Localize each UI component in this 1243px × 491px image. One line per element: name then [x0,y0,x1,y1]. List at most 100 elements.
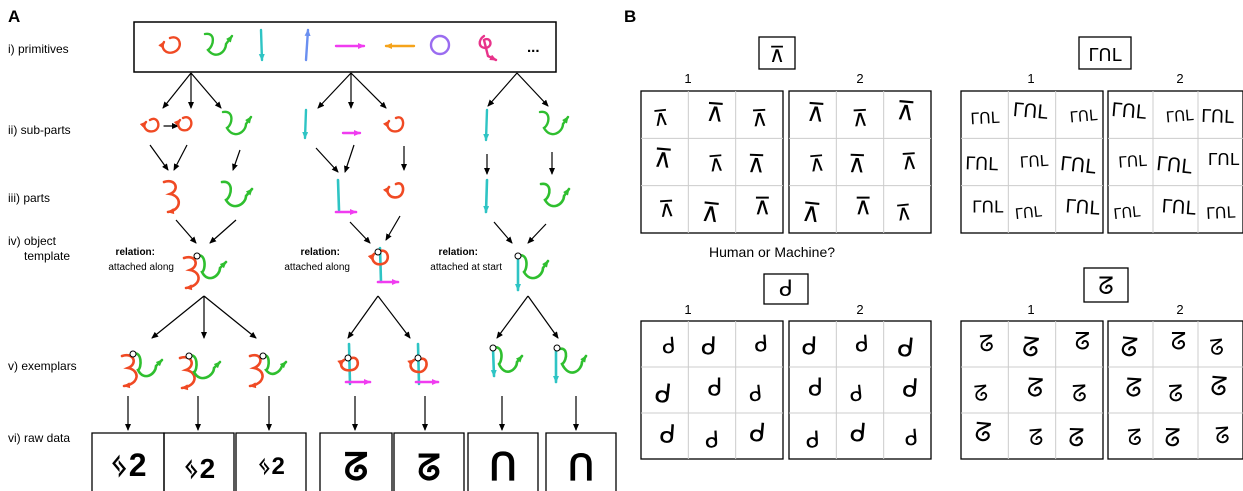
handwritten-sample: ᘔ [1214,423,1230,450]
handwritten-sample: ᒥᑎᒪ [1208,150,1240,170]
relation-1-title: relation: [116,247,155,258]
handwritten-sample: ᑯ [748,418,767,449]
handwritten-sample: ᑯ [704,427,720,454]
handwritten-sample: ᒥᑎᒪ [972,197,1004,217]
handwritten-sample: ᑯ [904,425,920,451]
target-glyph-2: ᒥᑎᒪ [1088,45,1121,65]
handwritten-sample: ᘔ [1171,327,1187,355]
handwritten-sample: ᒥᑎᒪ [965,153,999,175]
handwritten-sample: ᑯ [659,419,677,450]
handwritten-sample: ⊼ [705,98,726,129]
relation-3-text: attached at start [430,262,502,273]
grid-number-1c: 1 [684,302,691,317]
panel-b-label: B [624,7,636,26]
handwritten-sample: ᘔ [1209,372,1228,403]
handwritten-sample: ⊼ [805,98,826,129]
handwritten-sample: ⊼ [854,193,872,221]
handwritten-sample: ᘔ [1020,331,1040,364]
target-glyph-3: ᑯ [779,276,793,301]
handwritten-sample: ᑯ [653,377,673,410]
level-object: iv) object [8,234,57,248]
handwritten-sample: ⊼ [808,151,826,177]
sample-grid-border [640,320,784,460]
relation-2-text: attached along [284,262,350,273]
handwritten-sample: ᒥᑎᒪ [1110,99,1147,124]
handwritten-sample: ᒥᑎᒪ [1113,203,1142,223]
handwritten-sample: ᘔ [973,418,992,449]
handwritten-sample: ᘔ [1119,331,1139,364]
handwritten-sample: ᑯ [854,331,870,358]
handwritten-sample: ⊼ [699,197,721,230]
handwritten-sample: ᑯ [701,331,718,361]
handwritten-sample: ⊼ [847,149,866,179]
sample-grid-border [1107,320,1243,460]
level-primitives: i) primitives [8,42,69,56]
handwritten-sample: ᑯ [753,331,769,358]
handwritten-sample: ᒥᑎᒪ [1155,152,1193,179]
handwritten-sample: ⊼ [652,143,674,175]
handwritten-sample: ᑯ [848,381,864,407]
level-raw-data: vi) raw data [8,431,70,445]
level-parts: iii) parts [8,191,50,205]
grid-number-2c: 2 [856,302,863,317]
handwritten-sample: ⊼ [895,96,917,128]
subparts-to-parts-arrows [149,144,555,175]
handwritten-sample: ᒥᑎᒪ [1161,196,1197,219]
template-to-exemplar-arrows [151,295,559,339]
handwritten-sample: ⊼ [707,151,725,177]
panel-a-label: A [8,7,20,26]
sample-grid: ⊼⊼⊼⊼⊼⊼⊼⊼⊼ [640,90,784,234]
handwritten-sample: ᘔ [1168,381,1184,408]
target-glyph-1: ⊼ [769,42,785,67]
grid-number-2a: 2 [856,71,863,86]
handwritten-sample: ᒥᑎᒪ [1059,152,1097,179]
sample-grid-border [640,90,784,234]
sub-part-strokes [139,108,570,142]
raw-glyph-6: ᑎ [489,447,517,489]
handwritten-sample: ⊼ [900,149,918,176]
handwritten-sample: ⊼ [747,149,766,179]
handwritten-sample: ᑯ [805,427,821,454]
relation-2-title: relation: [301,247,340,258]
raw-glyph-4: ᘔ [344,447,369,489]
handwritten-sample: ᒥᑎᒪ [1012,99,1049,124]
handwritten-sample: ᘔ [1028,425,1044,451]
handwritten-sample: ⊼ [658,196,676,223]
handwritten-sample: ᑯ [901,373,919,404]
handwritten-sample: ⊼ [754,193,772,221]
relation-1-text: attached along [108,262,174,273]
human-or-machine-question: Human or Machine? [709,244,835,260]
raw-data-glyphs: ᛃ2 ᛃ2 ᛃ2 ᘔ ᘔ ᑎ ᑎ [110,447,595,489]
grid-number-1b: 1 [1027,71,1034,86]
part-strokes [162,178,571,215]
more-primitives: ... [527,39,540,56]
handwritten-sample: ᘔ [1209,335,1226,361]
handwritten-sample: ⊼ [652,106,670,133]
sample-grid-border [1107,90,1243,234]
raw-data-boxes [91,432,617,491]
handwritten-sample: ᘔ [1127,425,1143,451]
raw-glyph-1: ᛃ2 [110,447,147,483]
sample-grid-border [960,320,1104,460]
exemplars [120,342,588,391]
sample-grid-border [788,320,932,460]
handwritten-sample: ᑯ [707,373,722,401]
handwritten-sample: ᒥᑎᒪ [1019,152,1049,172]
exemplar-to-raw-arrows [125,396,579,431]
raw-glyph-2: ᛃ2 [183,453,215,484]
level-exemplars: v) exemplars [8,359,77,373]
handwritten-sample: ᘔ [1164,423,1181,453]
grid-number-2d: 2 [1176,302,1183,317]
target-character-boxes [758,36,1132,305]
sample-grid-border [788,90,932,234]
level-sub-parts: ii) sub-parts [8,123,71,137]
handwritten-sample: ᒥᑎᒪ [1201,106,1235,128]
handwritten-sample: ᒥᑎᒪ [1118,152,1148,172]
grid-number-1a: 1 [684,71,691,86]
primitives-to-subparts-arrows [162,72,549,109]
